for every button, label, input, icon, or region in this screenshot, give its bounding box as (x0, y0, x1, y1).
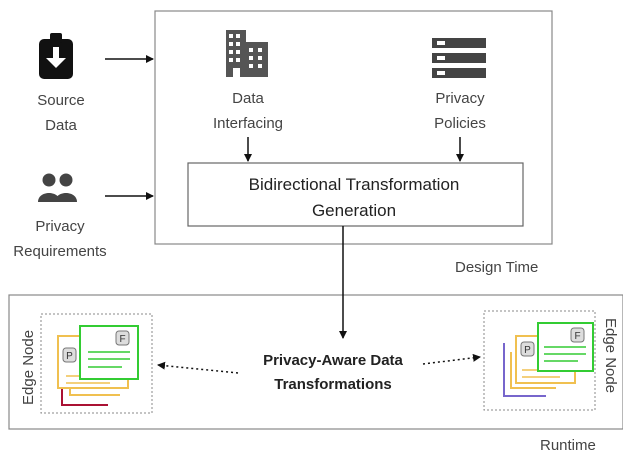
right-dotted-arrow (422, 353, 481, 365)
privacy-requirements-label-1: Privacy (35, 218, 85, 235)
building-icon (226, 30, 268, 77)
right-f-badge (570, 327, 585, 343)
left-edge-node (40, 313, 153, 414)
privacy-policies-label-2: Policies (434, 115, 486, 132)
data-interfacing-label-1: Data (232, 90, 264, 107)
server-list-icon (432, 38, 486, 78)
transformation-label-1: Bidirectional Transformation (249, 175, 460, 194)
privacy-requirements-label-2: Requirements (13, 243, 106, 260)
right-p-badge (520, 341, 535, 357)
left-f-badge-text: F (119, 334, 125, 345)
source-data-label-1: Source (37, 92, 85, 109)
runtime-label: Runtime (540, 437, 596, 454)
left-p-badge-text: P (66, 351, 73, 362)
left-p-badge (62, 347, 77, 363)
transformation-label-2: Generation (312, 201, 396, 220)
right-f-badge-text: F (574, 331, 580, 342)
source-data-label-2: Data (45, 117, 77, 134)
center-label-2: Transformations (274, 376, 392, 393)
left-edge-node-label: Edge Node (20, 330, 37, 405)
design-time-box (154, 10, 553, 245)
left-dotted-arrow (157, 361, 239, 374)
center-label-1: Privacy-Aware Data (263, 352, 403, 369)
right-edge-node-label: Edge Node (602, 318, 619, 393)
right-edge-node (483, 310, 596, 411)
right-p-badge-text: P (524, 345, 531, 356)
design-time-label: Design Time (455, 259, 538, 276)
people-icon (38, 173, 77, 202)
transformation-box (187, 162, 524, 227)
privacy-policies-label-1: Privacy (435, 90, 485, 107)
left-f-badge (115, 330, 130, 346)
download-clipboard-icon (39, 33, 73, 79)
data-interfacing-label-2: Interfacing (213, 115, 283, 132)
runtime-box (8, 294, 623, 430)
